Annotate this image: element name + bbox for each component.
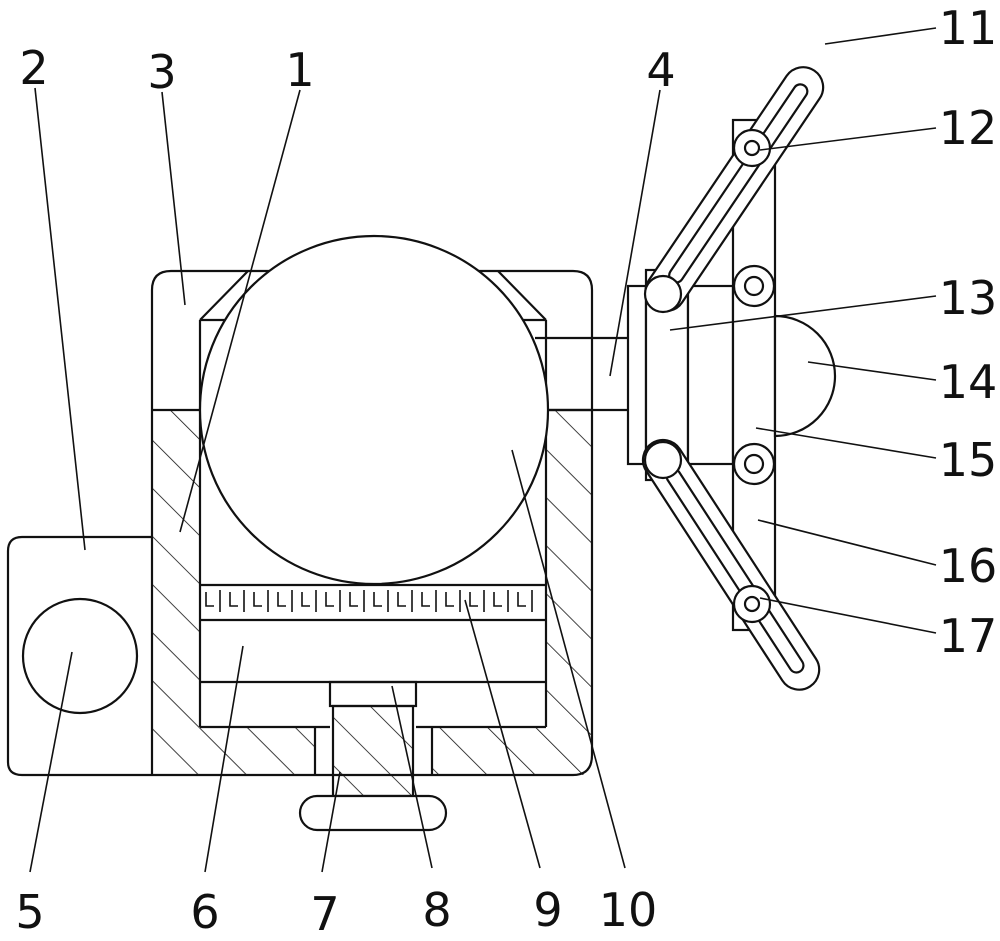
- hatched-walls: [152, 410, 592, 775]
- screw-assembly: [298, 680, 448, 832]
- callout-1: 1: [285, 43, 314, 97]
- callout-2: 2: [19, 41, 48, 95]
- callout-4: 4: [646, 43, 675, 97]
- callout-17: 17: [939, 609, 998, 663]
- callout-9: 9: [533, 883, 562, 937]
- callout-7: 7: [310, 887, 339, 941]
- leader-lines: [29, 27, 937, 873]
- connecting-rod: [535, 336, 628, 412]
- callout-11: 11: [939, 1, 998, 55]
- callout-8: 8: [422, 883, 451, 937]
- callout-15: 15: [939, 433, 998, 487]
- side-box: [6, 535, 152, 777]
- pivot-pins: [643, 128, 776, 624]
- callout-16: 16: [939, 539, 998, 593]
- callout-14: 14: [939, 355, 998, 409]
- toothed-strip: [205, 590, 533, 612]
- ball: [198, 234, 550, 586]
- callout-6: 6: [190, 885, 219, 939]
- knob: [21, 597, 139, 715]
- callout-5: 5: [15, 885, 44, 939]
- callout-10: 10: [599, 883, 658, 937]
- callout-numbers: 1 2 3 4 5 6 7 8 9 10 11 12 13 14 15 16 1…: [15, 1, 997, 941]
- callout-13: 13: [939, 271, 998, 325]
- callout-3: 3: [147, 45, 176, 99]
- callout-12: 12: [939, 101, 998, 155]
